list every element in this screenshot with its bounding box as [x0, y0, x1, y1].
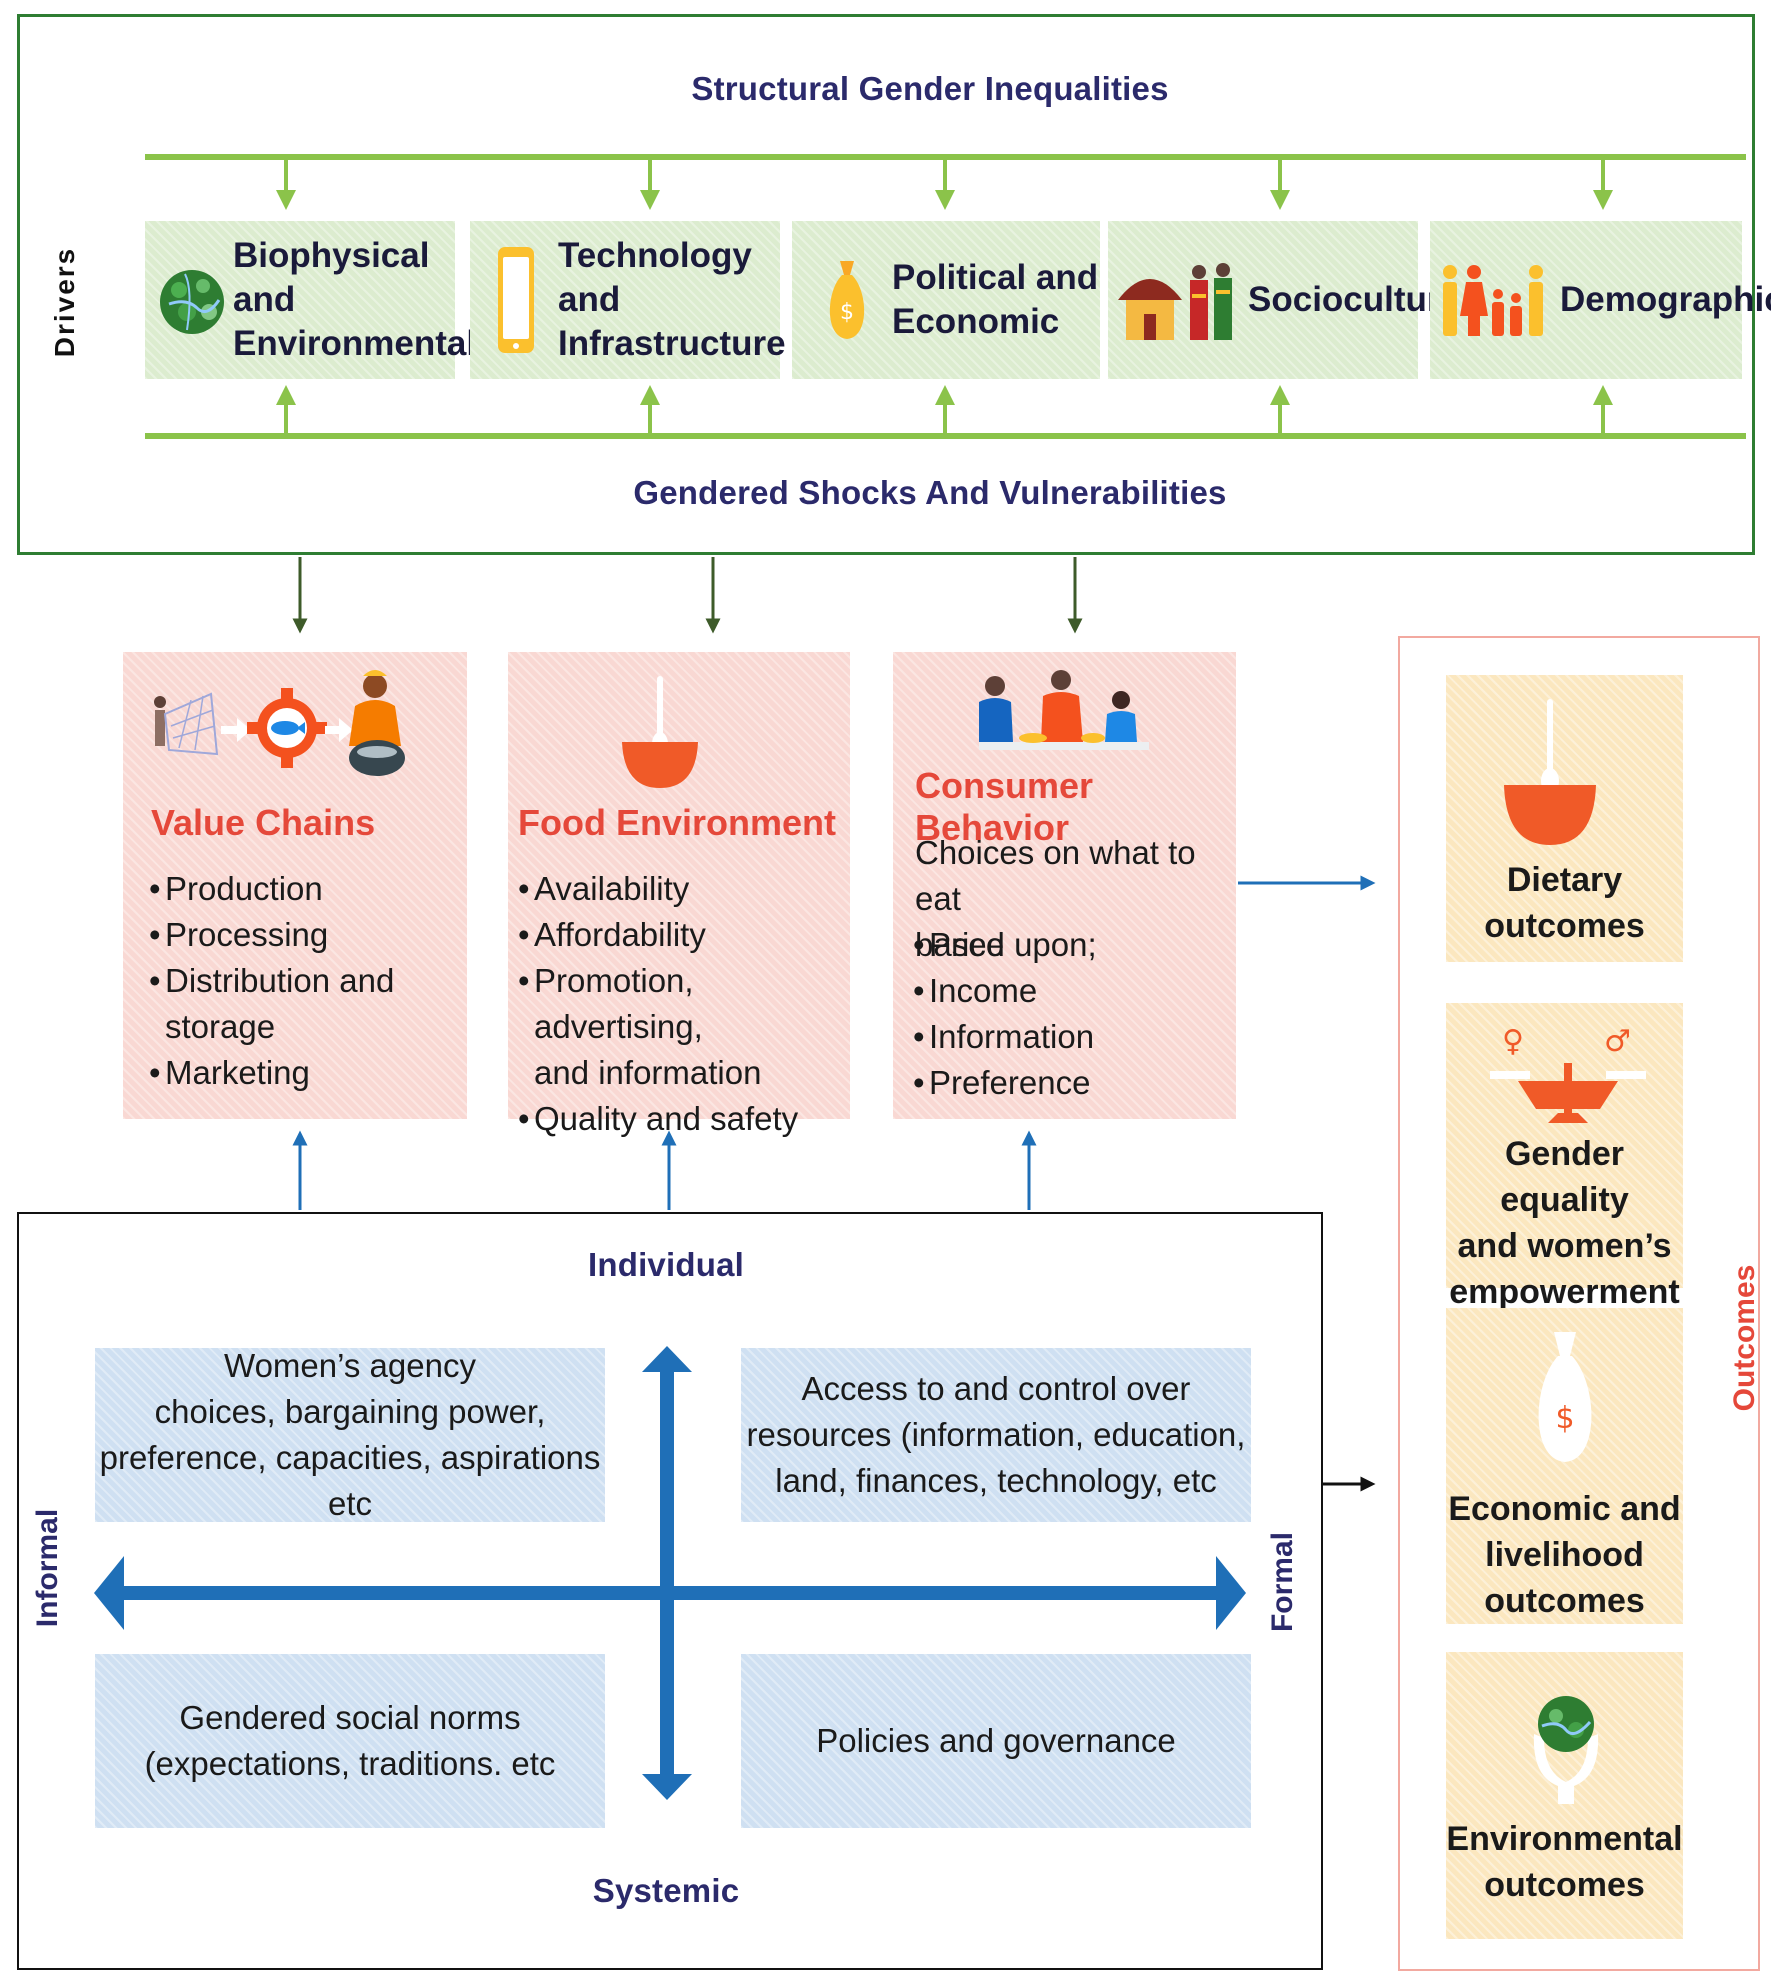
bottom-green-bar	[145, 433, 1746, 439]
outcomes-side-label: Outcomes	[1728, 1264, 1761, 1412]
consumer-behavior-list: Price Income Information Preference	[913, 922, 1223, 1106]
bowl-spoon-icon	[622, 676, 698, 788]
driver-label-political: Political and Economic	[892, 258, 1099, 341]
down-arrowhead	[642, 1774, 692, 1800]
value-chains-box: Value Chains Production Processing Distr…	[123, 652, 467, 1119]
list-item: Affordability	[518, 912, 848, 958]
outcome-label-gender: Gender equality and women’s empowerment	[1449, 1135, 1680, 1311]
policies-governance-text: Policies and governance	[816, 1722, 1176, 1759]
list-item: Processing	[149, 912, 459, 958]
driver-label-technology: Technology and Infrastructure	[558, 236, 786, 363]
driver-box-technology: Technology and Infrastructure	[470, 221, 786, 379]
social-norms-box: Gendered social norms (expectations, tra…	[95, 1654, 605, 1828]
list-item: Distribution and storage	[149, 958, 459, 1050]
list-item: Information	[913, 1014, 1223, 1060]
value-chains-title: Value Chains	[151, 802, 376, 843]
driver-box-biophysical: Biophysical and Environmental	[145, 221, 476, 379]
policies-governance-box: Policies and governance	[741, 1654, 1251, 1828]
horizontal-axis	[118, 1586, 1240, 1600]
female-symbol-icon: ♀	[1502, 1024, 1524, 1059]
gendered-shocks-title: Gendered Shocks And Vulnerabilities	[633, 474, 1227, 511]
outcome-dietary: Dietary outcomes	[1446, 675, 1683, 962]
hut-and-people-icon	[1118, 263, 1232, 340]
bottom-up-arrows	[276, 385, 1613, 433]
structural-gender-inequalities-title: Structural Gender Inequalities	[691, 70, 1169, 107]
outcome-label-dietary: Dietary outcomes	[1484, 861, 1645, 945]
individual-label: Individual	[587, 1246, 744, 1283]
drivers-frame	[17, 14, 1755, 555]
food-environment-box: Food Environment Availability Affordabil…	[508, 652, 850, 1142]
mobile-phone-icon	[498, 247, 534, 353]
outcome-environmental: Environmental outcomes	[1446, 1652, 1683, 1939]
driver-label-biophysical: Biophysical and Environmental	[233, 236, 477, 363]
value-chain-process-icon	[154, 670, 405, 776]
family-icon	[1443, 265, 1543, 336]
driver-label-demographic: Demographic	[1560, 280, 1771, 320]
driver-box-sociocultural: Sociocultural	[1108, 221, 1470, 379]
driver-box-political: $ Political and Economic	[792, 221, 1100, 379]
right-arrowhead	[1216, 1556, 1246, 1630]
systemic-label: Systemic	[592, 1872, 740, 1909]
balance-scale-icon: ♀ ♂	[1490, 1024, 1646, 1123]
outcome-label-environmental: Environmental outcomes	[1446, 1820, 1683, 1904]
hands-globe-icon	[1533, 1696, 1599, 1804]
list-item: Marketing	[149, 1050, 459, 1096]
social-norms-text: Gendered social norms (expectations, tra…	[144, 1699, 556, 1782]
list-item: Quality and safety	[518, 1096, 848, 1142]
woman-seller-icon	[349, 670, 405, 776]
outcome-economic: $ Economic and livelihood outcomes	[1446, 1308, 1683, 1624]
male-symbol-icon: ♂	[1604, 1024, 1631, 1059]
money-bag-icon: $	[1538, 1332, 1592, 1462]
access-resources-text: Access to and control over resources (in…	[746, 1370, 1246, 1499]
value-chains-list: Production Processing Distribution and s…	[149, 866, 459, 1096]
list-item: Promotion, advertising, and information	[518, 958, 848, 1096]
list-item: Price	[913, 922, 1223, 968]
top-down-arrows	[276, 160, 1613, 210]
left-arrowhead	[94, 1556, 124, 1630]
access-resources-box: Access to and control over resources (in…	[741, 1348, 1251, 1522]
outcomes-frame	[1398, 636, 1760, 1971]
gender-quadrant-frame	[17, 1212, 1323, 1970]
list-item: Preference	[913, 1060, 1223, 1106]
driver-box-demographic: Demographic	[1430, 221, 1771, 379]
consumer-behavior-box: Consumer Behavior Choices on what to eat…	[893, 652, 1236, 1119]
process-arrow-1	[221, 718, 251, 742]
bowl-spoon-icon	[1504, 699, 1596, 845]
fishing-net-icon	[154, 692, 219, 756]
gender-to-system-arrows	[292, 1130, 1037, 1210]
money-symbol: $	[1555, 1401, 1574, 1436]
food-environment-title: Food Environment	[518, 802, 836, 843]
food-environment-list: Availability Affordability Promotion, ad…	[518, 866, 848, 1142]
money-bag-icon: $	[829, 261, 865, 339]
money-symbol: $	[840, 300, 854, 325]
list-item: Income	[913, 968, 1223, 1014]
gear-fish-icon	[247, 688, 327, 768]
up-arrowhead	[642, 1346, 692, 1372]
consumer-behavior-title: Consumer Behavior	[915, 765, 1094, 848]
earth-globe-icon	[160, 270, 224, 334]
drivers-to-system-arrows	[292, 557, 1083, 634]
family-eating-icon	[979, 670, 1149, 750]
womens-agency-text: Women’s agency choices, bargaining power…	[99, 1347, 601, 1522]
outcome-label-economic: Economic and livelihood outcomes	[1448, 1490, 1681, 1620]
process-arrow-2	[325, 718, 353, 742]
list-item: Production	[149, 866, 459, 912]
list-item: Availability	[518, 866, 848, 912]
vertical-axis	[660, 1368, 674, 1788]
womens-agency-box: Women’s agency choices, bargaining power…	[95, 1347, 605, 1522]
outcome-gender-equality: ♀ ♂ Gender equality and women’s empowerm…	[1446, 1003, 1683, 1311]
top-green-bar	[145, 154, 1746, 160]
